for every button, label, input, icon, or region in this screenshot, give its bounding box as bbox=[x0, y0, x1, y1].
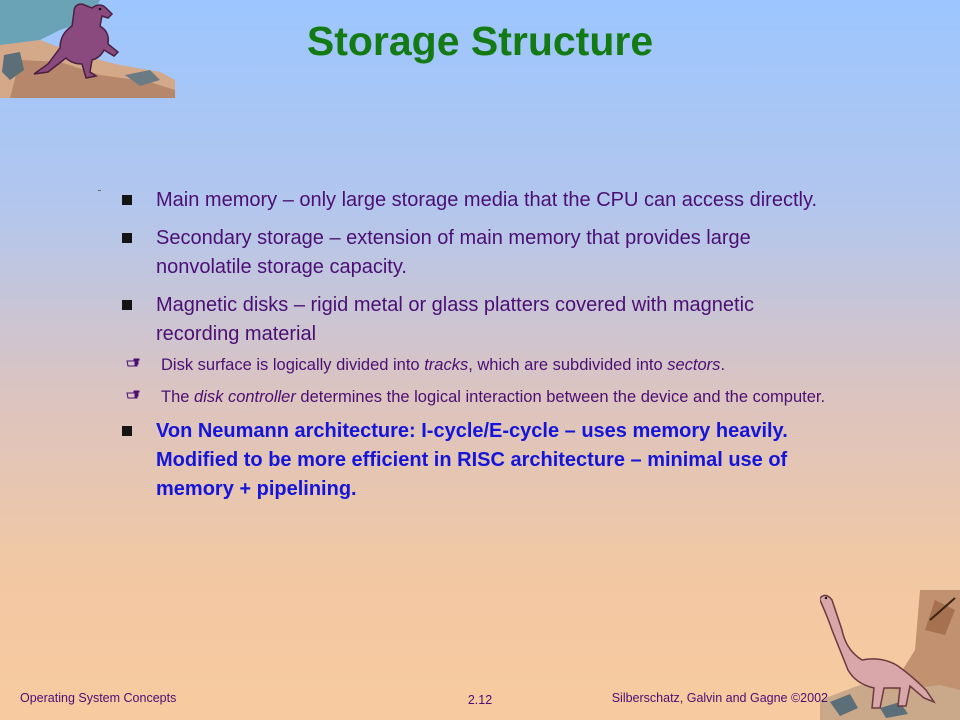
pointing-hand-icon bbox=[126, 390, 140, 399]
dinosaur-tl-clipart bbox=[0, 0, 175, 98]
bullet-text: Main memory – only large storage media t… bbox=[156, 189, 818, 211]
square-bullet-icon bbox=[122, 300, 132, 310]
square-bullet-icon bbox=[122, 233, 132, 243]
slide-title: Storage Structure bbox=[306, 18, 654, 64]
footer-copyright: Silberschatz, Galvin and Gagne ©2002 bbox=[611, 691, 828, 705]
pointing-hand-icon bbox=[126, 358, 140, 367]
bullet-secondary-storage: Secondary storage – extension of main me… bbox=[118, 224, 838, 282]
bullet-magnetic-disks: Magnetic disks – rigid metal or glass pl… bbox=[118, 291, 838, 349]
bullet-main-memory: Main memory – only large storage media t… bbox=[118, 186, 838, 215]
bullet-text: Magnetic disks – rigid metal or glass pl… bbox=[156, 294, 755, 345]
bullet-text: Secondary storage – extension of main me… bbox=[156, 227, 751, 278]
square-bullet-icon bbox=[122, 426, 132, 436]
stray-mark bbox=[98, 190, 101, 191]
square-bullet-icon bbox=[122, 195, 132, 205]
bullet-text: Von Neumann architecture: I-cycle/E-cycl… bbox=[156, 420, 788, 500]
subbullet-disk-controller: The disk controller determines the logic… bbox=[80, 385, 838, 409]
subbullet-disk-surface: Disk surface is logically divided into t… bbox=[80, 353, 838, 377]
subbullet-text: The disk controller determines the logic… bbox=[161, 388, 826, 406]
bullet-von-neumann: Von Neumann architecture: I-cycle/E-cycl… bbox=[118, 417, 838, 504]
dinosaur-br-clipart bbox=[820, 590, 960, 720]
footer-page-number: 2.12 bbox=[467, 693, 493, 707]
footer-course-title: Operating System Concepts bbox=[20, 691, 177, 705]
subbullet-text: Disk surface is logically divided into t… bbox=[161, 356, 726, 374]
slide-content: Main memory – only large storage media t… bbox=[118, 186, 838, 513]
